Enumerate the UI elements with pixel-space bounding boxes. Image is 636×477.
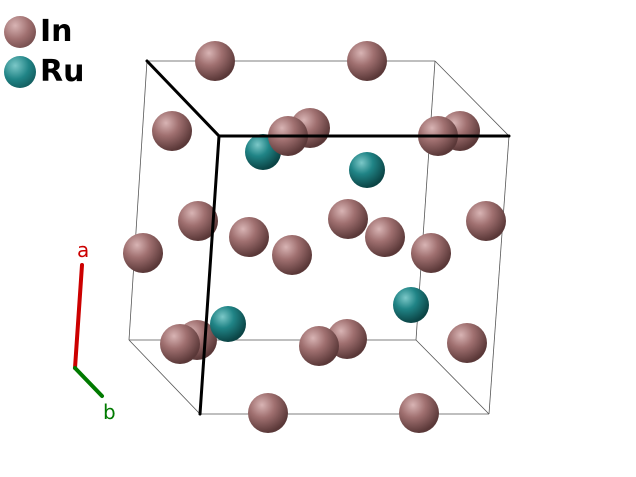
axis-b-label: b [103, 400, 116, 424]
in-atom [466, 201, 506, 241]
in-atom [399, 393, 439, 433]
orientation-axes [73, 263, 104, 398]
legend-item-in: In [4, 12, 84, 52]
in-swatch-icon [4, 16, 36, 48]
unit-cell-axes-edges [145, 59, 511, 416]
in-atom [248, 393, 288, 433]
in-atom [328, 199, 368, 239]
ru-atom [210, 306, 246, 342]
in-atom [123, 233, 163, 273]
atoms [123, 41, 506, 433]
in-atom [447, 323, 487, 363]
legend: In Ru [4, 12, 84, 92]
in-atom [160, 324, 200, 364]
axis-b-line [73, 366, 104, 398]
in-atom [365, 217, 405, 257]
ru-swatch-icon [4, 56, 36, 88]
in-atom [229, 217, 269, 257]
in-atom [152, 111, 192, 151]
ru-atom [393, 287, 429, 323]
axis-a-label: a [77, 238, 90, 262]
legend-item-ru: Ru [4, 52, 84, 92]
in-atom [411, 233, 451, 273]
in-atom [299, 326, 339, 366]
in-atom [178, 201, 218, 241]
in-atom [272, 235, 312, 275]
in-atom [347, 41, 387, 81]
legend-label-ru: Ru [40, 54, 85, 89]
axis-a-line [73, 263, 84, 370]
legend-label-in: In [40, 14, 73, 49]
ru-atom [349, 152, 385, 188]
in-atom [195, 41, 235, 81]
